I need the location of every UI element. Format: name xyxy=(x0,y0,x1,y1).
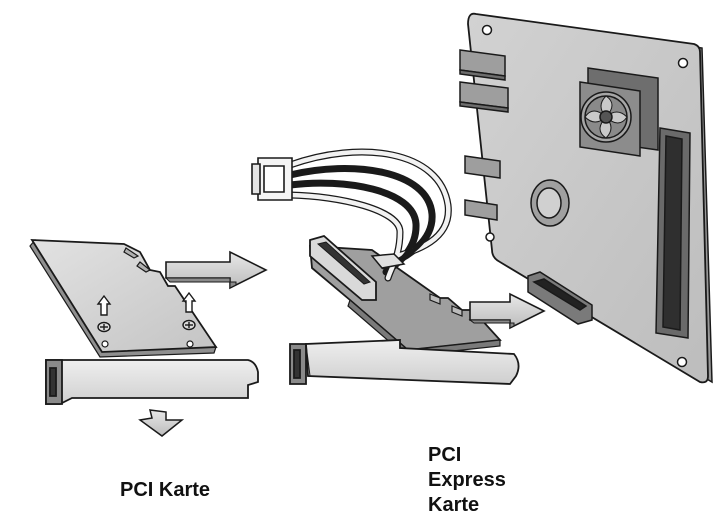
arrow-icon xyxy=(164,250,268,290)
screw-icon xyxy=(97,321,111,333)
motherboard xyxy=(459,12,713,384)
arrow-icon xyxy=(138,409,185,437)
back-panel-ports xyxy=(459,49,509,221)
arrow-icon xyxy=(468,292,546,330)
mounting-holes xyxy=(481,24,689,368)
pcie-card-label-line-1: PCI xyxy=(428,444,462,466)
pcie-card-label-line-2: Express xyxy=(428,469,506,491)
arrow-icon xyxy=(96,291,197,316)
pci-card xyxy=(29,238,218,358)
cpu-cooler xyxy=(579,67,659,157)
pcie-card xyxy=(309,234,502,357)
pcie-bracket xyxy=(289,339,520,385)
pcie-slot xyxy=(527,271,593,325)
pci-card-label: PCI Karte xyxy=(120,479,211,501)
pcie-card-label: PCI Express Karte xyxy=(428,443,506,518)
pcie-card-label-line-3: Karte xyxy=(428,494,480,516)
pci-bracket xyxy=(45,359,259,405)
molex-connector xyxy=(251,157,293,201)
cmos-battery xyxy=(530,179,570,227)
memory-slot xyxy=(655,127,691,339)
fan-icon xyxy=(580,91,632,143)
screw-icon xyxy=(182,319,196,331)
